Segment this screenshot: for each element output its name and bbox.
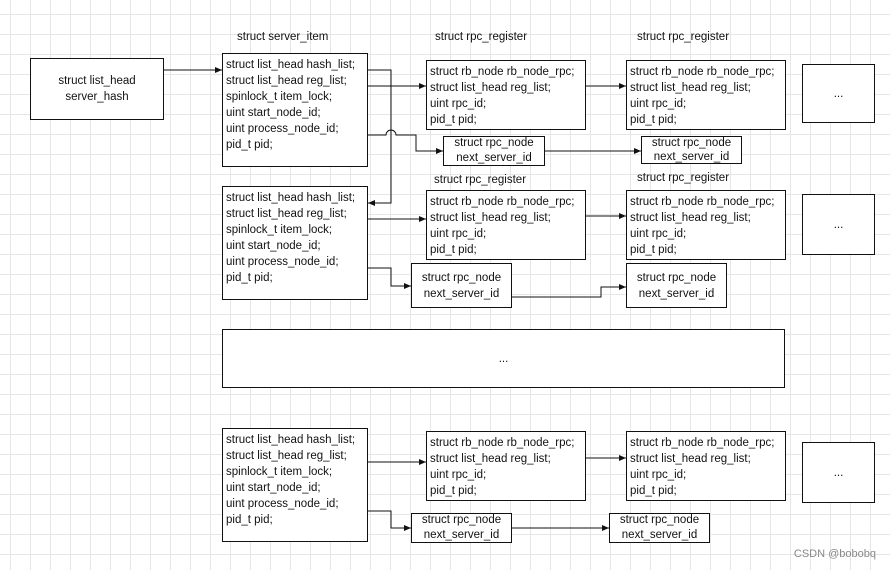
- field-pid: pid_t pid;: [430, 485, 477, 497]
- rpc-node-type: struct rpc_node: [421, 271, 502, 284]
- title-rpc-register: struct rpc_register: [637, 172, 730, 184]
- field-start-node-id: uint start_node_id;: [226, 482, 321, 494]
- field-process-node-id: uint process_node_id;: [226, 498, 339, 510]
- ellipsis-wide-box: ...: [222, 329, 785, 388]
- field-reg-list: struct list_head reg_list;: [226, 208, 347, 220]
- field-pid: pid_t pid;: [430, 114, 477, 126]
- rpc-node-type: struct rpc_node: [636, 271, 717, 284]
- rpc-node-field: next_server_id: [621, 529, 698, 541]
- rpc-node-type: struct rpc_node: [619, 514, 700, 526]
- ellipsis-box: ...: [802, 194, 875, 255]
- field-rpc-id: uint rpc_id;: [630, 469, 687, 481]
- field-rpc-id: uint rpc_id;: [630, 228, 687, 240]
- title-rpc-register: struct rpc_register: [637, 31, 730, 43]
- rpc-register-box: struct rb_node rb_node_rpc; struct list_…: [626, 190, 786, 260]
- ellipsis-text: ...: [833, 218, 844, 231]
- rpc-node-field: next_server_id: [423, 287, 500, 300]
- field-reg-list: struct list_head reg_list;: [630, 453, 751, 465]
- field-pid: pid_t pid;: [630, 244, 677, 256]
- title-rpc-register: struct rpc_register: [435, 31, 528, 43]
- server-item-box: struct list_head hash_list; struct list_…: [222, 428, 368, 542]
- field-reg-list: struct list_head reg_list;: [430, 212, 551, 224]
- rpc-register-box: struct rb_node rb_node_rpc; struct list_…: [626, 60, 786, 130]
- field-reg-list: struct list_head reg_list;: [630, 82, 751, 94]
- rpc-register-box: struct rb_node rb_node_rpc; struct list_…: [426, 60, 586, 130]
- field-start-node-id: uint start_node_id;: [226, 240, 321, 252]
- field-process-node-id: uint process_node_id;: [226, 256, 339, 268]
- field-pid: pid_t pid;: [226, 139, 273, 151]
- field-item-lock: spinlock_t item_lock;: [226, 91, 333, 103]
- field-start-node-id: uint start_node_id;: [226, 107, 321, 119]
- field-item-lock: spinlock_t item_lock;: [226, 466, 333, 478]
- field-reg-list: struct list_head reg_list;: [226, 75, 347, 87]
- field-process-node-id: uint process_node_id;: [226, 123, 339, 135]
- field-rb-node: struct rb_node rb_node_rpc;: [430, 196, 575, 208]
- rpc-node-box: struct rpc_node next_server_id: [609, 513, 710, 543]
- arrow-item2-node: [368, 267, 411, 289]
- field-rpc-id: uint rpc_id;: [430, 469, 487, 481]
- rpc-node-box: struct rpc_node next_server_id: [411, 513, 512, 543]
- field-rb-node: struct rb_node rb_node_rpc;: [630, 66, 775, 78]
- title-server-item: struct server_item: [237, 31, 329, 43]
- field-pid: pid_t pid;: [226, 272, 273, 284]
- field-pid: pid_t pid;: [430, 244, 477, 256]
- arrow-node3-node4: [512, 284, 626, 298]
- field-reg-list: struct list_head reg_list;: [430, 82, 551, 94]
- rpc-node-field: next_server_id: [456, 152, 532, 164]
- rpc-node-field: next_server_id: [638, 287, 715, 300]
- arrow-item1-item2: [368, 69, 392, 206]
- rpc-register-box: struct rb_node rb_node_rpc; struct list_…: [426, 431, 586, 501]
- arrow-item1-node: [368, 129, 443, 154]
- rpc-node-type: struct rpc_node: [651, 137, 732, 149]
- field-rpc-id: uint rpc_id;: [430, 98, 487, 110]
- ellipsis-box: ...: [802, 64, 875, 123]
- rpc-node-box: struct rpc_node next_server_id: [443, 136, 545, 166]
- rpc-node-box: struct rpc_node next_server_id: [626, 263, 727, 308]
- rpc-node-type: struct rpc_node: [454, 137, 534, 149]
- ellipsis-box: ...: [802, 442, 875, 503]
- rpc-node-box: struct rpc_node next_server_id: [411, 263, 512, 308]
- field-hash-list: struct list_head hash_list;: [226, 192, 356, 204]
- field-reg-list: struct list_head reg_list;: [226, 450, 347, 462]
- field-pid: pid_t pid;: [226, 514, 273, 526]
- server-item-box: struct list_head hash_list; struct list_…: [222, 186, 368, 300]
- field-item-lock: spinlock_t item_lock;: [226, 224, 333, 236]
- rpc-node-box: struct rpc_node next_server_id: [641, 136, 742, 164]
- rpc-register-box: struct rb_node rb_node_rpc; struct list_…: [426, 190, 586, 260]
- field-pid: pid_t pid;: [630, 114, 677, 126]
- field-rpc-id: uint rpc_id;: [430, 228, 487, 240]
- ellipsis-text: ...: [498, 352, 509, 365]
- hash-head-name: server_hash: [65, 91, 129, 103]
- rpc-register-box: struct rb_node rb_node_rpc; struct list_…: [626, 431, 786, 501]
- field-hash-list: struct list_head hash_list;: [226, 59, 356, 71]
- field-reg-list: struct list_head reg_list;: [630, 212, 751, 224]
- field-rb-node: struct rb_node rb_node_rpc;: [430, 437, 575, 449]
- server-hash-box: struct list_head server_hash: [30, 58, 164, 120]
- field-pid: pid_t pid;: [630, 485, 677, 497]
- field-rb-node: struct rb_node rb_node_rpc;: [430, 66, 575, 78]
- field-rb-node: struct rb_node rb_node_rpc;: [630, 437, 775, 449]
- field-rpc-id: uint rpc_id;: [630, 98, 687, 110]
- arrow-item3-node: [368, 510, 411, 531]
- field-rb-node: struct rb_node rb_node_rpc;: [630, 196, 775, 208]
- rpc-node-field: next_server_id: [423, 529, 500, 541]
- title-rpc-register: struct rpc_register: [434, 174, 527, 186]
- hash-head-type: struct list_head: [58, 75, 136, 87]
- ellipsis-text: ...: [833, 87, 844, 100]
- rpc-node-field: next_server_id: [653, 151, 730, 163]
- field-hash-list: struct list_head hash_list;: [226, 434, 356, 446]
- ellipsis-text: ...: [833, 466, 844, 479]
- server-item-box: struct list_head hash_list; struct list_…: [222, 53, 368, 167]
- watermark: CSDN @bobobq: [793, 548, 876, 560]
- rpc-node-type: struct rpc_node: [421, 514, 502, 526]
- field-reg-list: struct list_head reg_list;: [430, 453, 551, 465]
